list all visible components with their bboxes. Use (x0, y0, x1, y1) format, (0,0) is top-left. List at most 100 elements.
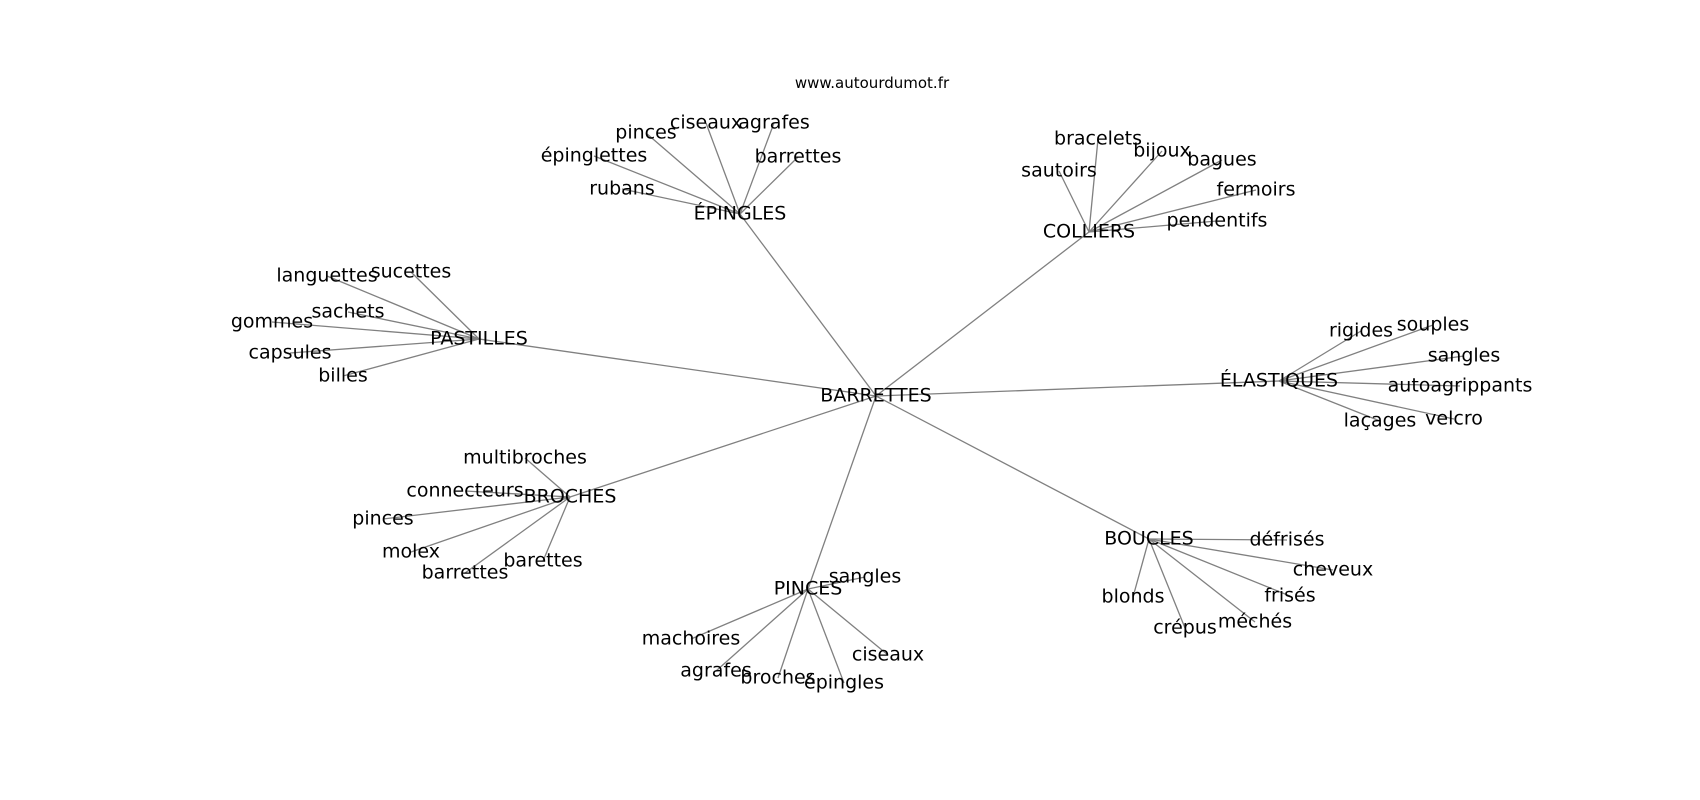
edge-pinces-leaf-1 (690, 588, 809, 640)
edge-epingles-leaf-2 (739, 122, 775, 215)
edge-boucles-leaf-4 (1148, 538, 1186, 629)
edge-epingles-leaf-4 (739, 156, 799, 215)
edge-epingles-leaf-5 (621, 188, 741, 215)
leaf-node-boucles-0[interactable]: défrisés (1249, 529, 1324, 551)
leaf-node-boucles-4[interactable]: crépus (1153, 617, 1217, 639)
edge-broches-leaf-4 (464, 496, 571, 574)
leaf-node-pinces-0[interactable]: sangles (829, 566, 902, 588)
leaf-node-pastilles-0[interactable]: languettes (276, 265, 377, 287)
leaf-node-broches-2[interactable]: pinces (352, 508, 413, 530)
root-node[interactable]: BARRETTES (820, 385, 931, 407)
leaf-node-pinces-2[interactable]: agrafes (680, 660, 751, 682)
leaf-node-epingles-3[interactable]: épinglettes (541, 145, 648, 167)
leaf-node-elastiques-0[interactable]: rigides (1329, 320, 1393, 342)
edge-elastiques-leaf-1 (1278, 324, 1434, 382)
leaf-node-colliers-5[interactable]: pendentifs (1167, 210, 1268, 232)
hub-node-broches[interactable]: BROCHES (524, 486, 617, 508)
edge-elastiques-leaf-4 (1278, 380, 1381, 422)
leaf-node-boucles-1[interactable]: cheveux (1293, 559, 1373, 581)
edge-pastilles-leaf-3 (271, 321, 480, 340)
leaf-node-pinces-4[interactable]: épingles (804, 672, 884, 694)
edges (271, 122, 1465, 684)
edge-broches-leaf-5 (542, 496, 571, 562)
leaf-node-epingles-0[interactable]: pinces (615, 122, 676, 144)
edge-epingles-leaf-1 (705, 122, 741, 215)
leaf-node-elastiques-3[interactable]: autoagrippants (1388, 375, 1533, 397)
leaf-node-pastilles-1[interactable]: sucettes (371, 261, 452, 283)
leaf-node-elastiques-2[interactable]: sangles (1428, 345, 1501, 367)
edge-root-pinces (807, 395, 877, 590)
hub-node-pinces[interactable]: PINCES (774, 578, 843, 600)
leaf-node-elastiques-1[interactable]: souples (1397, 314, 1470, 336)
site-url[interactable]: www.autourdumot.fr (795, 74, 950, 92)
leaf-node-broches-3[interactable]: molex (382, 541, 440, 563)
leaf-node-pastilles-3[interactable]: gommes (231, 311, 313, 333)
edge-colliers-leaf-5 (1088, 220, 1218, 233)
leaf-node-elastiques-5[interactable]: velcro (1425, 408, 1483, 430)
hub-node-pastilles[interactable]: PASTILLES (430, 328, 528, 350)
leaf-node-broches-1[interactable]: connecteurs (406, 480, 523, 502)
edge-broches-leaf-0 (524, 457, 571, 498)
edge-colliers-leaf-4 (1088, 189, 1257, 233)
leaf-node-colliers-1[interactable]: bijoux (1133, 140, 1191, 162)
edge-pinces-leaf-5 (807, 588, 889, 656)
edge-pastilles-leaf-1 (410, 271, 480, 340)
leaf-node-pinces-1[interactable]: machoires (642, 628, 741, 650)
leaf-node-pinces-3[interactable]: broches (740, 667, 815, 689)
leaf-node-epingles-2[interactable]: agrafes (738, 112, 809, 134)
leaf-node-boucles-2[interactable]: blonds (1102, 586, 1165, 608)
edge-colliers-leaf-0 (1088, 138, 1099, 233)
leaf-node-epingles-4[interactable]: barrettes (755, 146, 842, 168)
edge-pastilles-leaf-4 (289, 338, 480, 354)
edge-pinces-leaf-2 (715, 588, 809, 672)
edge-boucles-leaf-3 (1148, 538, 1291, 597)
edge-epingles-leaf-3 (593, 155, 741, 215)
edge-elastiques-leaf-0 (1278, 330, 1362, 382)
edge-root-colliers (875, 231, 1090, 397)
edge-root-elastiques (875, 380, 1280, 397)
edge-elastiques-leaf-2 (1278, 355, 1465, 382)
edge-colliers-leaf-3 (1088, 159, 1223, 233)
edge-boucles-leaf-0 (1148, 538, 1288, 541)
leaf-node-epingles-5[interactable]: rubans (589, 178, 655, 200)
edge-root-broches (569, 395, 877, 498)
edge-broches-leaf-2 (382, 496, 571, 520)
leaf-node-colliers-3[interactable]: bagues (1187, 149, 1256, 171)
leaf-node-broches-4[interactable]: barrettes (422, 562, 509, 584)
leaf-node-pastilles-5[interactable]: billes (318, 365, 368, 387)
edge-boucles-leaf-5 (1148, 538, 1256, 623)
edge-pinces-leaf-4 (807, 588, 845, 684)
leaf-node-boucles-5[interactable]: méchés (1218, 611, 1292, 633)
edge-epingles-leaf-0 (645, 132, 741, 215)
hub-node-elastiques[interactable]: ÉLASTIQUES (1220, 369, 1338, 392)
leaf-node-broches-5[interactable]: barettes (503, 550, 582, 572)
leaf-node-boucles-3[interactable]: frisés (1264, 585, 1315, 607)
edge-pastilles-leaf-5 (342, 338, 480, 377)
edge-colliers-leaf-2 (1058, 170, 1090, 233)
edge-pastilles-leaf-2 (347, 311, 480, 340)
hub-node-epingles[interactable]: ÉPINGLES (694, 202, 787, 225)
edge-root-epingles (739, 213, 877, 397)
leaf-node-epingles-1[interactable]: ciseaux (670, 112, 742, 134)
leaf-node-pastilles-4[interactable]: capsules (249, 342, 332, 364)
hub-node-colliers[interactable]: COLLIERS (1043, 221, 1135, 243)
hub-node-boucles[interactable]: BOUCLES (1104, 528, 1193, 550)
leaf-node-colliers-0[interactable]: bracelets (1054, 128, 1142, 150)
edge-boucles-leaf-2 (1132, 538, 1150, 598)
leaf-node-pinces-5[interactable]: ciseaux (852, 644, 924, 666)
edge-elastiques-leaf-3 (1278, 380, 1461, 387)
edge-elastiques-leaf-5 (1278, 380, 1455, 420)
leaf-node-broches-0[interactable]: multibroches (463, 447, 587, 469)
edge-root-pastilles (478, 338, 877, 397)
leaf-node-pastilles-2[interactable]: sachets (311, 301, 384, 323)
edge-colliers-leaf-1 (1088, 150, 1163, 233)
edge-root-boucles (875, 395, 1150, 540)
leaf-node-colliers-4[interactable]: fermoirs (1217, 179, 1296, 201)
edge-pastilles-leaf-0 (326, 275, 480, 340)
leaf-node-elastiques-4[interactable]: laçages (1344, 410, 1417, 432)
edge-boucles-leaf-1 (1148, 538, 1334, 571)
leaf-node-colliers-2[interactable]: sautoirs (1021, 160, 1097, 182)
edge-broches-leaf-3 (410, 496, 571, 553)
